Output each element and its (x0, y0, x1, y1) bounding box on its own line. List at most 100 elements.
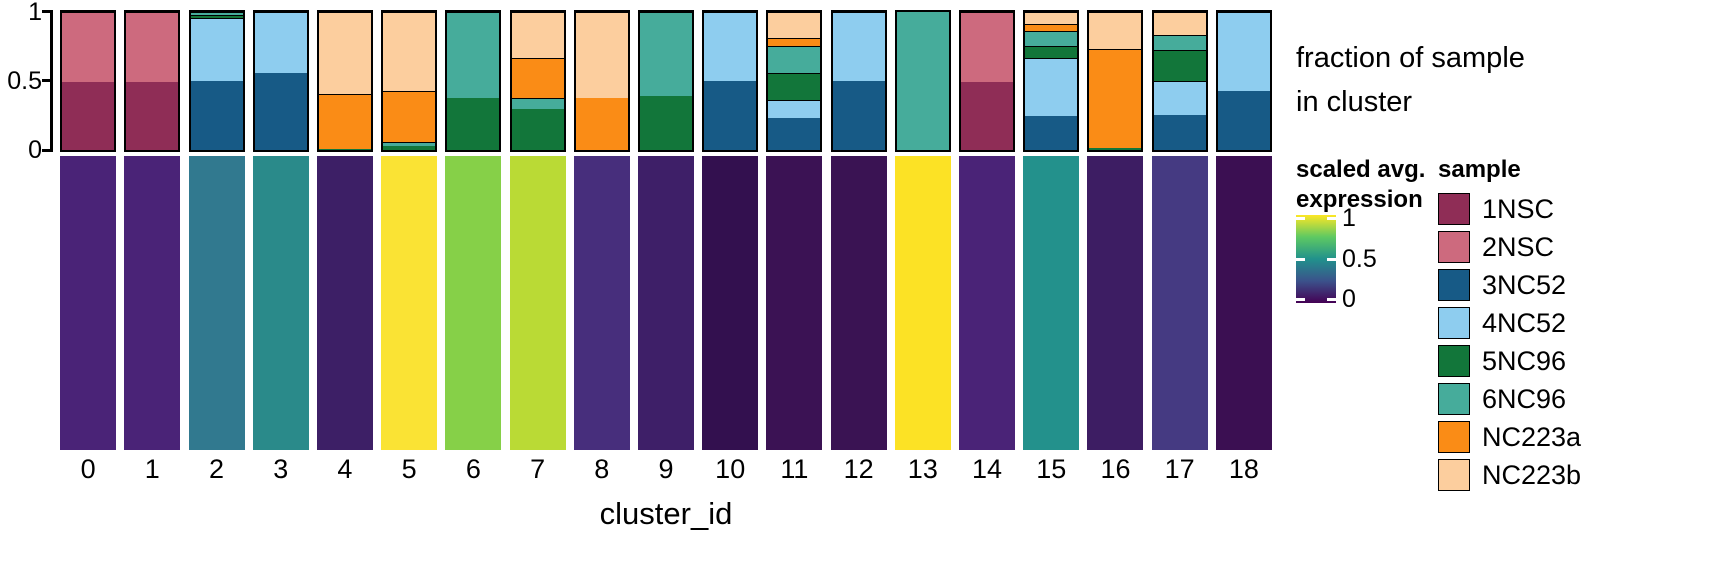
stacked-bar[interactable] (381, 10, 438, 152)
legend-item[interactable]: 6NC96 (1438, 380, 1718, 418)
stacked-bar[interactable] (1087, 10, 1144, 152)
legend-swatch (1438, 383, 1470, 415)
stacked-bar-body (445, 10, 502, 152)
legend-label: 2NSC (1482, 232, 1555, 262)
stacked-bar-body (316, 10, 373, 152)
bar-segment-5nc96 (318, 149, 371, 150)
bar-segment-1nsc (126, 82, 179, 150)
y-axis-tick-top (42, 10, 53, 13)
legend-swatch (1438, 193, 1470, 225)
legend-item[interactable]: 2NSC (1438, 228, 1718, 266)
stacked-bar-body (638, 10, 694, 152)
heatmap-cell[interactable] (316, 156, 373, 450)
bar-segment-nc223a (1025, 23, 1078, 32)
stacked-bar[interactable] (702, 10, 759, 152)
heatmap-cell[interactable] (188, 156, 245, 450)
bar-segment-5nc96 (640, 95, 692, 150)
stacked-bar-group (56, 10, 1276, 152)
bar-segment-1nsc (961, 82, 1014, 150)
heatmap-cell[interactable] (60, 156, 117, 450)
bar-segment-4nc52 (254, 12, 307, 74)
y-axis: 1 0.5 0 (0, 0, 56, 163)
stacked-bar-body (60, 10, 117, 152)
legend-item[interactable]: NC223b (1438, 456, 1718, 494)
heatmap-cell[interactable] (445, 156, 502, 450)
legend-item[interactable]: 4NC52 (1438, 304, 1718, 342)
bar-segment-3nc52 (254, 73, 307, 150)
heatmap-cell[interactable] (252, 156, 309, 450)
bar-segment-2nsc (62, 12, 115, 83)
bar-segment-6nc96 (511, 98, 564, 109)
colorbar-label-0point5: 0.5 (1342, 245, 1377, 273)
stacked-bar-body (124, 10, 181, 152)
bar-segment-3nc52 (1217, 91, 1270, 150)
heatmap-cell[interactable] (702, 156, 759, 450)
stacked-bar[interactable] (766, 10, 823, 152)
stacked-bar[interactable] (60, 10, 117, 152)
colorbar-tick-right-0 (1327, 298, 1336, 301)
x-tick-label: 17 (1164, 454, 1195, 484)
stacked-bar-body (1151, 10, 1208, 152)
bar-segment-3nc52 (832, 81, 885, 150)
stacked-bar[interactable] (316, 10, 373, 152)
stacked-bar[interactable] (1023, 10, 1080, 152)
stacked-bar[interactable] (445, 10, 502, 152)
stacked-bar[interactable] (894, 10, 951, 152)
heatmap-cell[interactable] (573, 156, 630, 450)
bar-segment-6nc96 (640, 12, 692, 96)
colorbar-tick-right-1 (1327, 217, 1336, 220)
stacked-bar[interactable] (124, 10, 181, 152)
bar-segment-nc223b (318, 12, 371, 95)
heatmap-cell[interactable] (766, 156, 823, 450)
stacked-bar[interactable] (509, 10, 566, 152)
bar-segment-nc223a (768, 38, 821, 46)
legend-item[interactable]: 3NC52 (1438, 266, 1718, 304)
bar-segment-1nsc (62, 82, 115, 150)
stacked-bar[interactable] (188, 10, 245, 152)
heatmap-cell[interactable] (1151, 156, 1208, 450)
heatmap-cell[interactable] (509, 156, 566, 450)
bar-segment-4nc52 (1153, 81, 1206, 115)
stacked-bar-body (766, 10, 823, 152)
bar-segment-3nc52 (1025, 116, 1078, 150)
heatmap-cell[interactable] (124, 156, 181, 450)
stacked-bar[interactable] (1215, 10, 1272, 152)
heatmap-cell[interactable] (1023, 156, 1080, 450)
stacked-bar[interactable] (638, 10, 694, 152)
fraction-legend-title: fraction of sample in cluster (1296, 36, 1566, 124)
stacked-bar[interactable] (573, 10, 630, 152)
legend-swatch (1438, 345, 1470, 377)
legend-item[interactable]: NC223a (1438, 418, 1718, 456)
stacked-bar[interactable] (830, 10, 887, 152)
bar-segment-4nc52 (704, 12, 757, 81)
stacked-bar[interactable] (959, 10, 1016, 152)
bar-segment-6nc96 (447, 12, 500, 99)
stacked-bar[interactable] (1151, 10, 1208, 152)
y-axis-tick-bottom (42, 149, 53, 152)
heatmap-cell[interactable] (381, 156, 438, 450)
legend-swatch (1438, 459, 1470, 491)
legend-item[interactable]: 1NSC (1438, 190, 1718, 228)
x-tick-label: 14 (972, 454, 1003, 484)
heatmap-cell[interactable] (638, 156, 694, 450)
stacked-bar-body (573, 10, 630, 152)
y-tick-label-1: 1 (28, 0, 42, 26)
bar-segment-4nc52 (190, 18, 243, 81)
heatmap-cell[interactable] (1087, 156, 1144, 450)
legend-item[interactable]: 5NC96 (1438, 342, 1718, 380)
x-tick-label: 16 (1100, 454, 1131, 484)
heatmap-cell[interactable] (830, 156, 887, 450)
heatmap-cell[interactable] (894, 156, 951, 450)
bar-segment-3nc52 (768, 117, 821, 150)
bar-segment-2nsc (126, 12, 179, 83)
heatmap-cell[interactable] (1215, 156, 1272, 450)
stacked-bar-body (894, 10, 951, 152)
heatmap-cell[interactable] (959, 156, 1016, 450)
legend-label: NC223a (1482, 422, 1582, 452)
bar-segment-6nc96 (1153, 35, 1206, 50)
bar-segment-5nc96 (1153, 49, 1206, 82)
stacked-bar[interactable] (252, 10, 309, 152)
bar-segment-5nc96 (768, 72, 821, 101)
